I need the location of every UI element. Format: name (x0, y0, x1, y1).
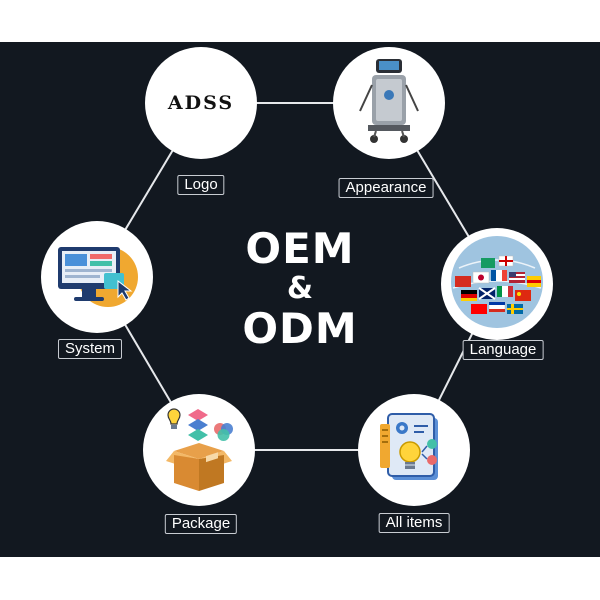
center-title-odm: ODM (242, 304, 358, 353)
node-package[interactable] (143, 394, 255, 506)
brand-logo-icon: ADSS (167, 92, 235, 114)
label-package: Package (164, 514, 238, 534)
globe-flags-icon (451, 236, 543, 328)
computer-monitor-icon (58, 247, 138, 307)
label-language: Language (462, 340, 544, 360)
label-logo: Logo (177, 175, 225, 195)
node-logo[interactable]: ADSS (145, 47, 257, 159)
center-title-oem: OEM (245, 224, 355, 273)
package-box-icon (166, 408, 233, 491)
document-lightbulb-icon (380, 413, 438, 480)
center-title-ampersand: & (286, 271, 314, 306)
node-appearance[interactable] (333, 47, 445, 159)
machine-device-icon (359, 59, 419, 143)
node-system[interactable] (41, 221, 153, 333)
node-language[interactable] (441, 228, 553, 340)
diagram-panel: OEM & ODM ADSS Logo Appearance (0, 42, 600, 557)
label-all-items: All items (378, 513, 450, 533)
label-system: System (57, 339, 123, 359)
node-all-items[interactable] (358, 394, 470, 506)
center-title: OEM & ODM (200, 227, 400, 351)
label-appearance: Appearance (338, 178, 434, 198)
